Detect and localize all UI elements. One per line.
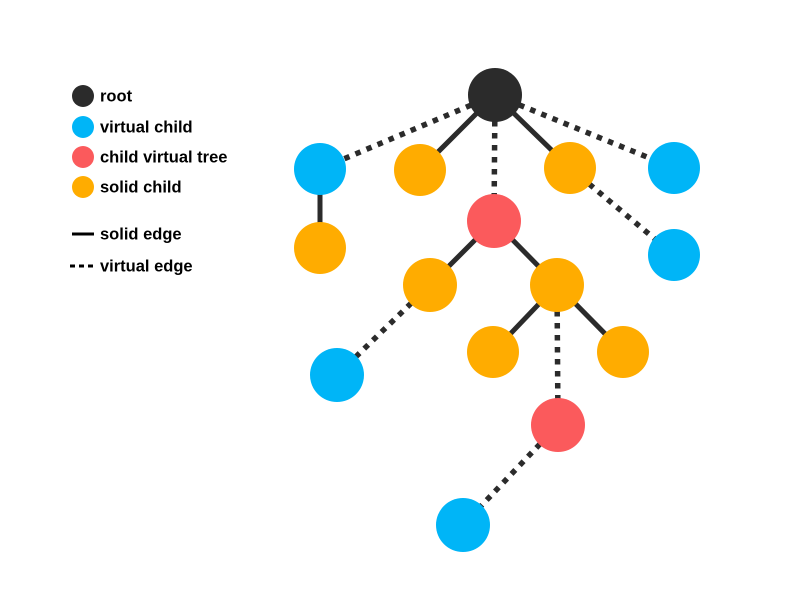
node-solid-child[interactable] <box>403 258 457 312</box>
node-virtual-child[interactable] <box>648 229 700 281</box>
legend-label-solid-edge: solid edge <box>100 225 182 243</box>
node-child-virtual-tree[interactable] <box>467 194 521 248</box>
node-solid-child[interactable] <box>530 258 584 312</box>
node-virtual-child[interactable] <box>294 143 346 195</box>
legend-label-child-virtual-tree: child virtual tree <box>100 148 227 166</box>
node-solid-child[interactable] <box>597 326 649 378</box>
node-solid-child[interactable] <box>294 222 346 274</box>
virtual-edge <box>554 310 561 400</box>
legend-swatch-virtual-child <box>72 116 94 138</box>
node-virtual-child[interactable] <box>310 348 364 402</box>
solid-edge <box>511 111 554 153</box>
virtual-edge <box>587 181 657 242</box>
legend: root virtual child child virtual tree solid… <box>70 85 227 275</box>
legend-label-dashed-edge: virtual edge <box>100 257 193 275</box>
node-virtual-child[interactable] <box>436 498 490 552</box>
node-root[interactable] <box>468 68 522 122</box>
node-layer <box>294 68 700 552</box>
edge-layer <box>317 102 657 509</box>
solid-edge <box>435 111 479 155</box>
node-virtual-child[interactable] <box>648 142 700 194</box>
virtual-edge <box>353 301 414 359</box>
node-solid-child[interactable] <box>544 142 596 194</box>
legend-label-root: root <box>100 87 133 105</box>
solid-edge <box>446 237 478 269</box>
legend-label-solid-child: solid child <box>100 178 182 196</box>
virtual-edge <box>491 120 498 196</box>
node-child-virtual-tree[interactable] <box>531 398 585 452</box>
legend-swatch-root <box>72 85 94 107</box>
legend-swatch-solid-child <box>72 176 94 198</box>
virtual-edge <box>478 441 543 509</box>
legend-swatch-child-virtual-tree <box>72 146 94 168</box>
solid-edge <box>510 237 541 269</box>
node-solid-child[interactable] <box>467 326 519 378</box>
legend-label-virtual-child: virtual child <box>100 118 193 136</box>
node-solid-child[interactable] <box>394 144 446 196</box>
solid-edge <box>573 301 608 336</box>
solid-edge <box>508 302 541 336</box>
